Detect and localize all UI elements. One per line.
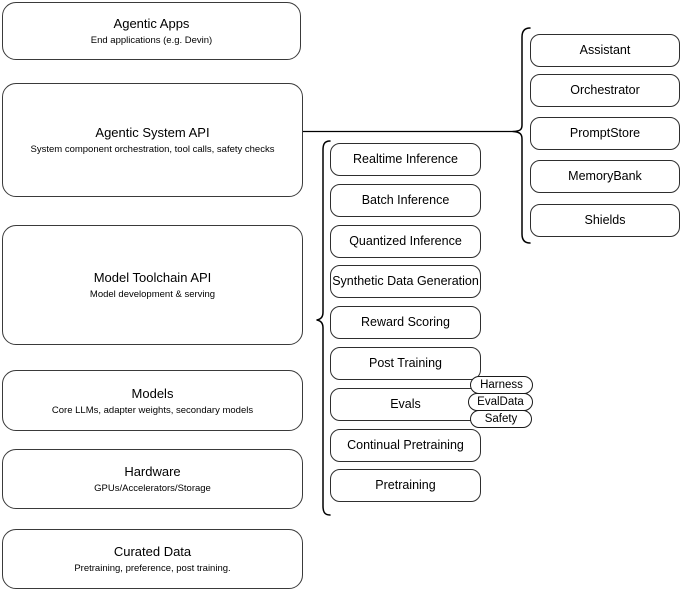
layer-box-model-toolchain-api[interactable]: Model Toolchain API Model development & … <box>2 225 303 345</box>
layer-subtitle: Core LLMs, adapter weights, secondary mo… <box>51 404 254 416</box>
capability-box-reward-scoring[interactable]: Reward Scoring <box>330 306 481 339</box>
capability-box-batch-inference[interactable]: Batch Inference <box>330 184 481 217</box>
layer-subtitle: GPUs/Accelerators/Storage <box>94 483 211 494</box>
layer-title: Model Toolchain API <box>93 270 212 285</box>
component-label: MemoryBank <box>568 169 642 183</box>
capability-label: Batch Inference <box>361 193 450 207</box>
layer-title: Hardware <box>124 464 181 479</box>
capability-box-pretraining[interactable]: Pretraining <box>330 469 481 502</box>
layer-box-agentic-system-api[interactable]: Agentic System API System component orch… <box>2 83 303 197</box>
capability-label: Quantized Inference <box>349 234 462 248</box>
component-box-memorybank[interactable]: MemoryBank <box>530 160 680 193</box>
evals-tag-label: EvalData <box>477 396 524 408</box>
layer-subtitle: Model development & serving <box>89 289 216 300</box>
capability-box-evals[interactable]: Evals <box>330 388 481 421</box>
evals-tag-label: Harness <box>480 379 523 391</box>
capability-box-continual-pretraining[interactable]: Continual Pretraining <box>330 429 481 462</box>
component-label: Assistant <box>579 43 631 57</box>
layer-box-models[interactable]: Models Core LLMs, adapter weights, secon… <box>2 370 303 431</box>
component-label: Shields <box>584 213 626 227</box>
layer-title: Models <box>131 385 174 401</box>
evals-tag-safety[interactable]: Safety <box>470 410 532 428</box>
capability-label: Synthetic Data Generation <box>332 274 479 288</box>
layer-box-agentic-apps[interactable]: Agentic Apps End applications (e.g. Devi… <box>2 2 301 60</box>
capability-box-quantized-inference[interactable]: Quantized Inference <box>330 225 481 258</box>
capability-label: Continual Pretraining <box>347 438 464 452</box>
layer-subtitle: End applications (e.g. Devin) <box>90 35 213 46</box>
capability-label: Post Training <box>369 356 442 370</box>
layer-subtitle: System component orchestration, tool cal… <box>30 144 275 155</box>
capability-box-synthetic-data-generation[interactable]: Synthetic Data Generation <box>330 265 481 298</box>
layer-box-curated-data[interactable]: Curated Data Pretraining, preference, po… <box>2 529 303 589</box>
layer-box-hardware[interactable]: Hardware GPUs/Accelerators/Storage <box>2 449 303 509</box>
layer-title: Curated Data <box>113 544 192 559</box>
layer-title: Agentic System API <box>95 125 210 140</box>
evals-tag-label: Safety <box>484 413 518 425</box>
component-box-shields[interactable]: Shields <box>530 204 680 237</box>
component-box-promptstore[interactable]: PromptStore <box>530 117 680 150</box>
component-label: PromptStore <box>569 126 641 140</box>
component-label: Orchestrator <box>570 83 640 97</box>
capability-label: Pretraining <box>375 478 436 492</box>
capability-label: Realtime Inference <box>353 152 458 166</box>
evals-tag-harness[interactable]: Harness <box>470 376 533 394</box>
evals-tag-evaldata[interactable]: EvalData <box>468 393 533 411</box>
capability-box-post-training[interactable]: Post Training <box>330 347 481 380</box>
capability-box-realtime-inference[interactable]: Realtime Inference <box>330 143 481 176</box>
layer-subtitle: Pretraining, preference, post training. <box>74 563 231 574</box>
layer-title: Agentic Apps <box>113 16 190 31</box>
capability-label: Reward Scoring <box>361 315 450 329</box>
component-box-orchestrator[interactable]: Orchestrator <box>530 74 680 107</box>
capability-label: Evals <box>390 397 421 411</box>
component-box-assistant[interactable]: Assistant <box>530 34 680 67</box>
